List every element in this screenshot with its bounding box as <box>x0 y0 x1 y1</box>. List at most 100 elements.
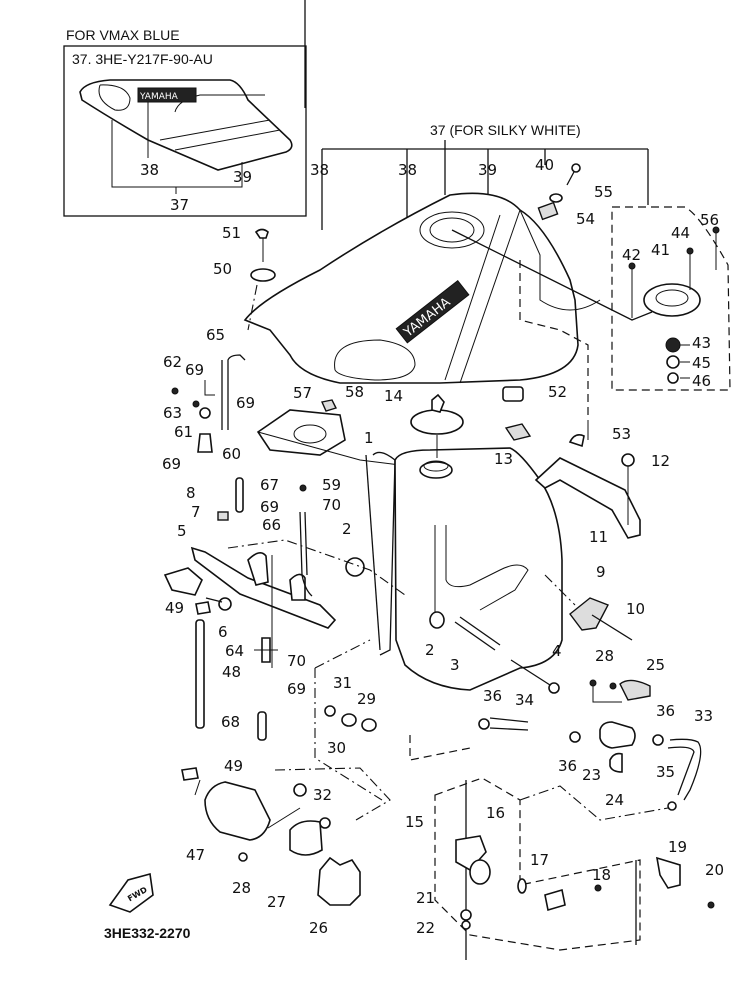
part-7-bracket <box>190 546 337 629</box>
callout-69: 69 <box>162 455 181 473</box>
inset-frame <box>63 45 307 217</box>
callout-69: 69 <box>236 394 255 412</box>
callout-56: 56 <box>700 211 719 229</box>
callout-49: 49 <box>165 599 184 617</box>
part-49-clip-upper <box>195 601 211 615</box>
callout-46: 46 <box>692 372 711 390</box>
callout-25: 25 <box>646 656 665 674</box>
callout-9: 9 <box>596 563 606 581</box>
callout-27: 27 <box>267 893 286 911</box>
inset-tank-cover: YAMAHA <box>79 79 293 171</box>
fuel-cap-ring <box>643 283 701 317</box>
part-13-damper <box>504 423 532 441</box>
callout-58: 58 <box>345 383 364 401</box>
part-8-clip <box>217 511 229 521</box>
inset-part-code: 37. 3HE-Y217F-90-AU <box>72 51 213 67</box>
inset-label-38: 38 <box>140 161 159 179</box>
part-4-bolt <box>510 659 551 686</box>
callout-23: 23 <box>582 766 601 784</box>
part-55-bolt <box>566 169 576 186</box>
callout-47: 47 <box>186 846 205 864</box>
inset-label-37: 37 <box>170 196 189 214</box>
callout-19: 19 <box>668 838 687 856</box>
part-10-bolt <box>591 614 633 641</box>
callout-14: 14 <box>384 387 403 405</box>
inset-logo-badge <box>137 87 197 103</box>
inner-tank <box>365 393 563 691</box>
callout-60: 60 <box>222 445 241 463</box>
callout-2: 2 <box>342 520 352 538</box>
part-51-clip <box>254 228 269 239</box>
callout-36: 36 <box>483 687 502 705</box>
part-54-washer <box>549 193 563 203</box>
callout-11: 11 <box>589 528 608 546</box>
callout-39: 39 <box>478 161 497 179</box>
callout-4: 4 <box>552 642 562 660</box>
part-21-washer <box>460 909 472 921</box>
callout-48: 48 <box>222 663 241 681</box>
part-14-fuel-cap <box>410 409 464 435</box>
inset-vmax-blue: FOR VMAX BLUE 37. 3HE-Y217F-90-AU YAMAHA… <box>63 27 307 217</box>
callout-6: 6 <box>218 623 228 641</box>
part-30-collar <box>341 713 357 727</box>
callout-2: 2 <box>425 641 435 659</box>
callout-38: 38 <box>310 161 329 179</box>
callout-17: 17 <box>530 851 549 869</box>
part-29-damper <box>361 718 377 732</box>
callout-38: 38 <box>398 161 417 179</box>
callout-34: 34 <box>515 691 534 709</box>
part-25-clamp <box>619 679 651 701</box>
callout-53: 53 <box>612 425 631 443</box>
callout-35: 35 <box>656 763 675 781</box>
callout-33: 33 <box>694 707 713 725</box>
part-26-strainer <box>317 856 361 906</box>
part-15-fuel-cock-box <box>434 777 641 951</box>
callout-69: 69 <box>287 680 306 698</box>
callout-63: 63 <box>163 404 182 422</box>
callout-30: 30 <box>327 739 346 757</box>
callout-21: 21 <box>416 889 435 907</box>
diagram-code: 3HE332-2270 <box>104 925 191 941</box>
part-36-clip-c <box>652 734 664 746</box>
part-24-holder <box>609 752 623 773</box>
part-53-damper <box>568 434 585 448</box>
callout-68: 68 <box>221 713 240 731</box>
part-27-band <box>289 820 323 856</box>
callout-3: 3 <box>450 656 460 674</box>
callout-44: 44 <box>671 224 690 242</box>
part-3-pipe <box>454 621 496 651</box>
callout-20: 20 <box>705 861 724 879</box>
part-36-clip-a <box>478 718 490 730</box>
part-2-damper-upper <box>345 557 365 577</box>
tank-cover: YAMAHA <box>243 192 601 420</box>
callout-43: 43 <box>692 334 711 352</box>
callout-7: 7 <box>191 503 201 521</box>
part-68-hose <box>257 711 267 741</box>
callout-41: 41 <box>651 241 670 259</box>
callout-12: 12 <box>651 452 670 470</box>
callout-16: 16 <box>486 804 505 822</box>
callout-28: 28 <box>595 647 614 665</box>
callout-54: 54 <box>576 210 595 228</box>
part-57-tray <box>256 409 346 456</box>
callout-65: 65 <box>206 326 225 344</box>
gasket-43 <box>665 337 681 353</box>
part-22-drain-bolt <box>461 920 471 930</box>
callout-31: 31 <box>333 674 352 692</box>
callout-70: 70 <box>287 652 306 670</box>
assembly-title: 37 (FOR SILKY WHITE) <box>430 122 581 138</box>
callout-52: 52 <box>548 383 567 401</box>
callout-59: 59 <box>322 476 341 494</box>
callout-64: 64 <box>225 642 244 660</box>
part-12-bolt <box>621 453 635 467</box>
part-28-screw <box>238 852 248 862</box>
inset-label-39: 39 <box>233 168 252 186</box>
fuel-cap-assembly-group <box>451 206 731 391</box>
callout-8: 8 <box>186 484 196 502</box>
part-19-knob <box>655 856 681 889</box>
part-67-hose <box>235 477 244 513</box>
callout-labels: 38 38 39 40 55 54 56 44 42 41 43 45 46 5… <box>162 156 724 937</box>
callout-66: 66 <box>262 516 281 534</box>
part-33-hose <box>669 738 702 801</box>
